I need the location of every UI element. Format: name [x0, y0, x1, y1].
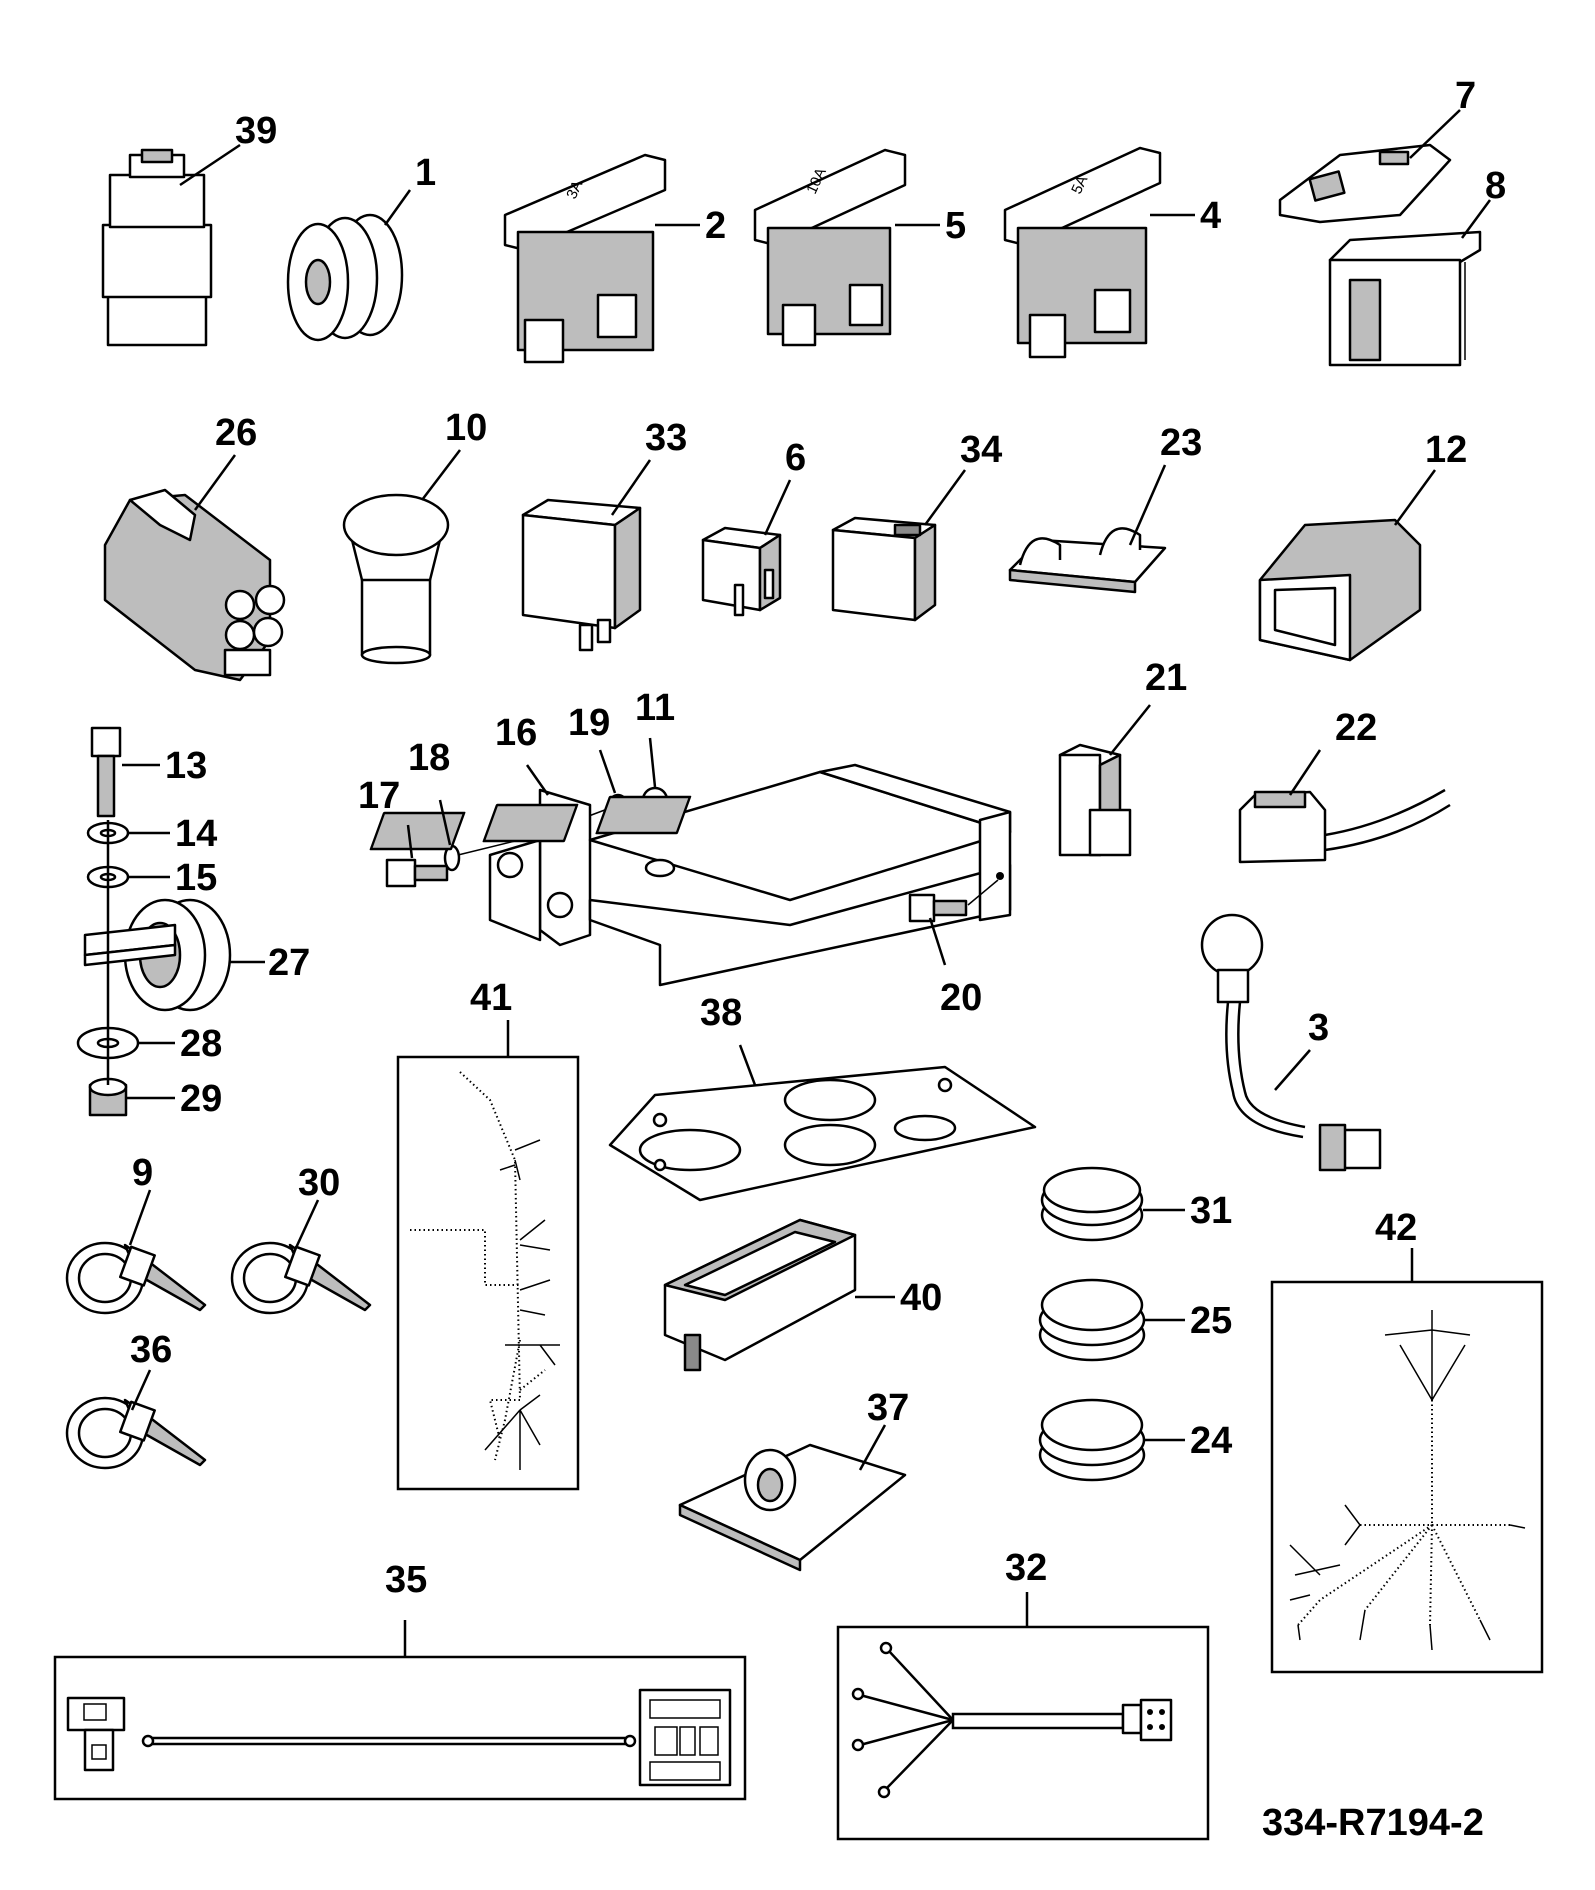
part-17 — [385, 858, 449, 888]
callout-6: 6 — [785, 437, 806, 479]
drawing-number: 334-R7194-2 — [1262, 1802, 1484, 1844]
fuse-rating-5a: 5A — [1068, 173, 1091, 197]
callout-20: 20 — [940, 977, 982, 1019]
part-6 — [701, 526, 782, 617]
harness-42 — [1270, 1280, 1544, 1674]
part-34 — [831, 516, 937, 622]
part-16 — [488, 788, 592, 947]
callout-16: 16 — [495, 712, 537, 754]
part-21 — [1058, 743, 1132, 857]
part-3 — [1200, 913, 1382, 1172]
harness-32 — [836, 1625, 1210, 1841]
part-39 — [101, 148, 213, 347]
callout-29: 29 — [180, 1078, 222, 1120]
callout-30: 30 — [298, 1162, 340, 1204]
part-9 — [65, 1241, 207, 1315]
part-1 — [286, 213, 404, 342]
part-20 — [908, 893, 968, 923]
callout-27: 27 — [268, 942, 310, 984]
part-7 — [1278, 143, 1452, 224]
part-12 — [1258, 518, 1422, 662]
callout-34: 34 — [960, 429, 1002, 471]
callout-15: 15 — [175, 857, 217, 899]
part-23 — [1008, 527, 1167, 594]
callout-28: 28 — [180, 1023, 222, 1065]
callout-21: 21 — [1145, 657, 1187, 699]
callout-19: 19 — [568, 702, 610, 744]
callout-7: 7 — [1455, 75, 1476, 117]
callout-32: 32 — [1005, 1547, 1047, 1589]
callout-14: 14 — [175, 813, 217, 855]
callout-36: 36 — [130, 1329, 172, 1371]
callout-31: 31 — [1190, 1190, 1232, 1232]
callout-11: 11 — [635, 687, 675, 729]
callout-25: 25 — [1190, 1300, 1232, 1342]
callout-39: 39 — [235, 110, 277, 152]
callout-12: 12 — [1425, 429, 1467, 471]
part-10 — [342, 493, 450, 665]
callout-10: 10 — [445, 407, 487, 449]
callout-33: 33 — [645, 417, 687, 459]
callout-5: 5 — [945, 205, 966, 247]
part-30 — [230, 1241, 372, 1315]
part-13 — [90, 726, 122, 818]
harness-35 — [53, 1655, 747, 1801]
callout-40: 40 — [900, 1277, 942, 1319]
part-24 — [1038, 1398, 1146, 1482]
callout-3: 3 — [1308, 1007, 1329, 1049]
part-38 — [608, 1065, 1037, 1202]
leader-lines — [122, 109, 1492, 1471]
fuse-4: 5A — [1003, 146, 1162, 359]
part-40 — [663, 1218, 857, 1372]
fuse-2: 3A — [503, 153, 667, 364]
part-8 — [1328, 230, 1482, 367]
callout-4: 4 — [1200, 195, 1221, 237]
callout-23: 23 — [1160, 422, 1202, 464]
part-36 — [65, 1396, 207, 1470]
part-31 — [1040, 1166, 1144, 1242]
part-22 — [1238, 788, 1451, 864]
fuse-rating-3a: 3A — [563, 178, 586, 202]
callout-17: 17 — [358, 775, 400, 817]
callout-8: 8 — [1485, 165, 1506, 207]
part-37 — [678, 1443, 907, 1572]
callout-labels: 39 1 2 5 4 7 8 26 10 33 6 34 23 12 13 14… — [130, 75, 1506, 1601]
callout-41: 41 — [470, 977, 512, 1019]
tray — [369, 763, 1012, 987]
callout-35: 35 — [385, 1559, 427, 1601]
callout-24: 24 — [1190, 1420, 1232, 1462]
part-26 — [103, 488, 286, 682]
callout-37: 37 — [867, 1387, 909, 1429]
callout-38: 38 — [700, 992, 742, 1034]
callout-18: 18 — [408, 737, 450, 779]
part-33 — [521, 498, 642, 652]
callout-13: 13 — [165, 745, 207, 787]
callout-9: 9 — [132, 1152, 153, 1194]
callout-1: 1 — [415, 152, 436, 194]
fuse-5: 10A — [753, 148, 907, 347]
callout-2: 2 — [705, 205, 726, 247]
part-25 — [1038, 1278, 1146, 1362]
callout-26: 26 — [215, 412, 257, 454]
harness-41 — [396, 1055, 580, 1491]
callout-42: 42 — [1375, 1207, 1417, 1249]
callout-22: 22 — [1335, 707, 1377, 749]
